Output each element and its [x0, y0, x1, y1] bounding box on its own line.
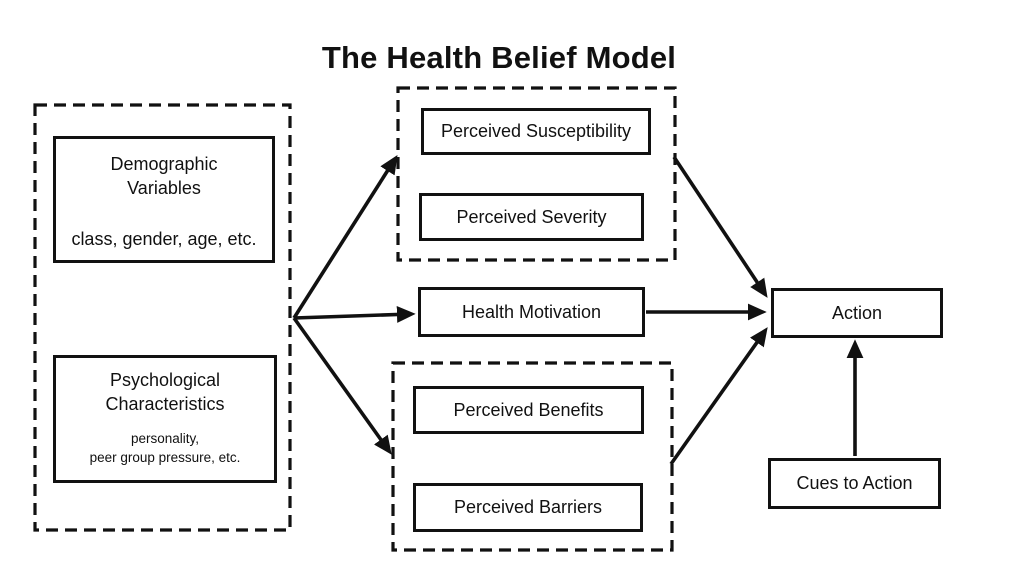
edge-threat-to-action — [672, 156, 768, 298]
edge-modifying-to-threat — [292, 155, 398, 319]
node-psychological-characteristics-sublabel: personality, peer group pressure, etc. — [89, 431, 241, 466]
node-perceived-severity: Perceived Severity — [419, 193, 644, 241]
node-perceived-barriers: Perceived Barriers — [413, 483, 643, 532]
node-psychological-characteristics-label: Psychological Characteristics — [105, 370, 225, 415]
node-action-label: Action — [831, 302, 883, 323]
edge-modifying-to-motivation — [293, 306, 416, 323]
node-perceived-benefits: Perceived Benefits — [413, 386, 644, 434]
node-action: Action — [771, 288, 943, 338]
node-perceived-benefits-label: Perceived Benefits — [453, 399, 604, 420]
edge-modifying-to-benefits-barriers — [292, 316, 392, 455]
node-demographic-variables-sublabel: class, gender, age, etc. — [71, 228, 257, 249]
node-health-motivation-label: Health Motivation — [461, 301, 602, 322]
edge-benefits-barriers-to-action — [669, 327, 768, 466]
node-cues-to-action: Cues to Action — [768, 458, 941, 509]
node-demographic-variables-label: Demographic Variables — [110, 154, 218, 199]
node-perceived-severity-label: Perceived Severity — [456, 206, 607, 227]
node-cues-to-action-label: Cues to Action — [796, 473, 913, 494]
node-perceived-susceptibility: Perceived Susceptibility — [421, 108, 651, 155]
node-psychological-characteristics: Psychological Characteristics personalit… — [53, 355, 277, 483]
node-perceived-susceptibility-label: Perceived Susceptibility — [440, 121, 632, 142]
node-health-motivation: Health Motivation — [418, 287, 645, 337]
node-perceived-barriers-label: Perceived Barriers — [453, 497, 603, 518]
node-demographic-variables: Demographic Variables class, gender, age… — [53, 136, 275, 263]
diagram-title: The Health Belief Model — [321, 40, 677, 75]
